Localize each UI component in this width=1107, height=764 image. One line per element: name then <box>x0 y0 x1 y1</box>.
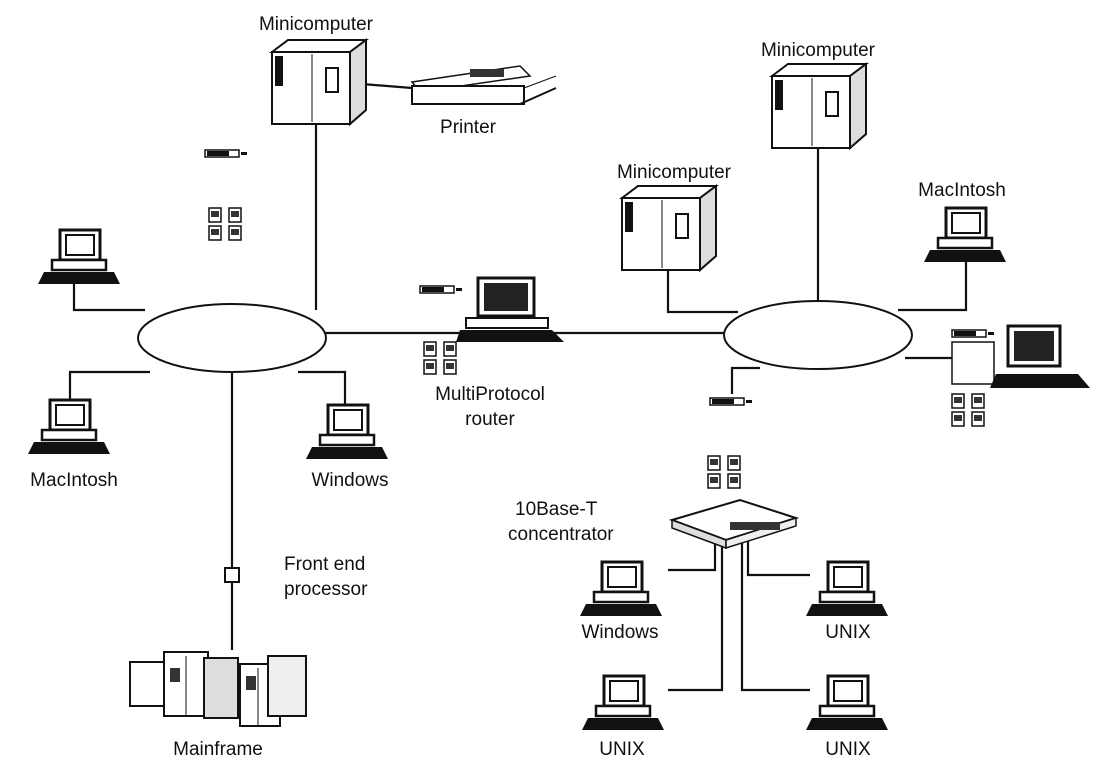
label-windows-left: Windows <box>311 470 388 491</box>
minicomputer-right-mid <box>621 185 717 271</box>
label-macintosh-left: MacIntosh <box>30 470 118 491</box>
pc-right <box>951 324 1090 427</box>
multiprotocol-router <box>419 276 564 375</box>
macintosh-right <box>922 206 1008 264</box>
label-unix-right-bottom: UNIX <box>825 739 871 760</box>
label-router-line2: router <box>465 409 515 430</box>
label-fep-line1: Front end <box>284 554 365 575</box>
link-concentrator-drop <box>730 366 760 394</box>
front-end-processor <box>224 567 240 583</box>
transceiver-right <box>709 397 753 406</box>
unix-right-top-computer <box>804 560 890 618</box>
mainframe <box>129 651 307 727</box>
unix-right-bottom-computer <box>804 674 890 732</box>
minicomputer-right-top <box>771 63 867 149</box>
link-unix-right-top <box>746 540 810 577</box>
ring-right <box>723 300 913 370</box>
connector-top-left <box>208 207 242 241</box>
link-minicomputer-right-mid <box>666 262 738 314</box>
label-macintosh-right: MacIntosh <box>918 180 1006 201</box>
link-macintosh-top-left <box>72 282 145 312</box>
label-minicomputer-right-top: Minicomputer <box>761 40 876 61</box>
link-unix-right-bottom <box>740 540 810 692</box>
link-windows-bottom <box>668 540 717 572</box>
ring-left <box>137 303 327 373</box>
link-macintosh-left <box>68 370 150 402</box>
printer <box>410 65 557 105</box>
unix-left-bottom-computer <box>580 674 666 732</box>
macintosh-top-left <box>36 228 122 286</box>
windows-bottom-computer <box>578 560 664 618</box>
link-windows-left <box>298 370 347 405</box>
link-unix-left-bottom <box>668 540 724 692</box>
windows-left-computer <box>304 403 390 461</box>
label-mainframe: Mainframe <box>173 739 263 760</box>
link-printer <box>361 82 413 90</box>
label-concentrator-line1: 10Base-T <box>515 499 598 520</box>
label-fep-line2: processor <box>284 579 368 600</box>
concentrator <box>668 498 800 550</box>
label-minicomputer-right-mid: Minicomputer <box>617 162 732 183</box>
macintosh-left <box>26 398 112 456</box>
transceiver-top-left <box>204 149 248 158</box>
minicomputer-left <box>271 39 367 125</box>
label-printer: Printer <box>440 117 497 138</box>
label-unix-left-bottom: UNIX <box>599 739 645 760</box>
label-minicomputer-left: Minicomputer <box>259 14 374 35</box>
link-macintosh-right <box>898 262 968 312</box>
label-unix-right-top: UNIX <box>825 622 871 643</box>
label-concentrator-line2: concentrator <box>508 524 614 545</box>
connector-right <box>707 455 741 489</box>
label-router-line1: MultiProtocol <box>435 384 545 405</box>
label-windows-bottom: Windows <box>581 622 658 643</box>
